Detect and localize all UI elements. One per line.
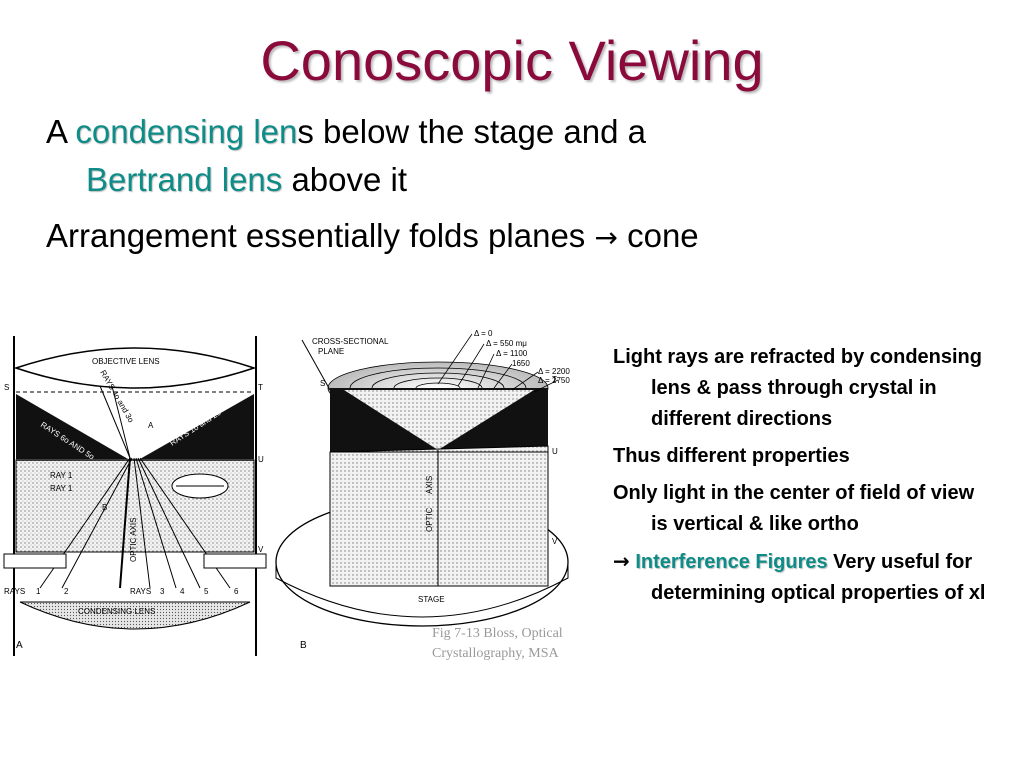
- condensing-lens-term: condensing len: [75, 113, 298, 150]
- objective-lens-label: OBJECTIVE LENS: [92, 357, 160, 366]
- figure-a-diagram: OBJECTIVE LENS S T RAYS 6o AND 5o RAYS 1…: [3, 336, 267, 656]
- stage-plate-right: [203, 553, 267, 569]
- ray-number-4: 4: [180, 587, 185, 596]
- label-s: S: [320, 379, 325, 388]
- label-u: U: [552, 447, 558, 456]
- right-arrow-icon: →: [594, 221, 618, 254]
- note-properties: Thus different properties: [613, 445, 850, 467]
- ray-number-1: 1: [36, 587, 41, 596]
- note-interference-rest: Very useful for determining optical prop…: [651, 551, 986, 604]
- figure-b-diagram: OPTIC AXIS S T U V STAGE CROSS-SECTIONAL…: [275, 329, 570, 651]
- bullet-lenses: A condensing lens below the stage and a …: [46, 108, 1006, 204]
- label-s: S: [4, 383, 9, 392]
- light-cone: [344, 390, 534, 450]
- ray-number-3: 3: [160, 587, 165, 596]
- note-interference: → Interference Figures Very useful for d…: [613, 546, 993, 609]
- condensing-lens-label: CONDENSING LENS: [78, 607, 155, 616]
- bullet-lenses-text-a: A: [46, 113, 76, 150]
- black-wedge-left: [16, 394, 128, 459]
- stage-plate-left: [3, 553, 67, 569]
- ray-1-label: RAY 1: [50, 471, 73, 480]
- note-center-light: Only light in the center of field of vie…: [613, 482, 975, 535]
- optic-label: OPTIC: [425, 507, 434, 532]
- retardation-pointers: [437, 333, 559, 393]
- ray-number-5: 5: [204, 587, 209, 596]
- delta-2200-label: Δ = 2200: [538, 367, 570, 376]
- label-b-point: B: [102, 503, 107, 512]
- delta-1100-label: Δ = 1100: [496, 349, 528, 358]
- delta-550-label: Δ = 550 mμ: [486, 339, 527, 348]
- cross-section-pointer: [301, 339, 331, 391]
- plane-label: PLANE: [318, 347, 344, 356]
- note-refraction: Light rays are refracted by condensing l…: [613, 346, 982, 430]
- stage-disk-edge: [275, 562, 569, 618]
- ray-number-6: 6: [234, 587, 239, 596]
- label-t: T: [552, 375, 557, 384]
- label-v: V: [552, 537, 558, 546]
- condensing-lens-shape: [19, 601, 251, 630]
- caption-line-1: Fig 7-13 Bloss, Optical: [432, 626, 563, 641]
- bertrand-lens-term: Bertrand lens: [86, 161, 283, 198]
- crystal-prism: [329, 451, 549, 587]
- bullet-arrangement-cone: cone: [617, 217, 699, 254]
- figure-caption: Fig 7-13 Bloss, Optical Crystallography,…: [432, 624, 602, 664]
- bullet-lenses-text-d: above it: [282, 161, 408, 198]
- slide-title: Conoscopic Viewing: [260, 29, 764, 92]
- rays-bottom-right-label: RAYS: [130, 587, 151, 596]
- figure-a-letter: A: [16, 640, 23, 651]
- label-u: U: [258, 455, 264, 464]
- cross-section-label: CROSS-SECTIONAL: [312, 337, 389, 346]
- figure-b-letter: B: [300, 640, 307, 651]
- delta-2750-label: Δ = 2750: [538, 376, 570, 385]
- stage-label: STAGE: [418, 595, 445, 604]
- black-wedge-right: [140, 394, 254, 459]
- rays-bottom-left-label: RAYS: [4, 587, 25, 596]
- optic-axis-label: OPTIC AXIS: [129, 518, 138, 562]
- axis-label: AXIS: [425, 476, 434, 494]
- main-bullets: A condensing lens below the stage and a …: [46, 108, 1006, 262]
- bullet-lenses-text-c: s below the stage and a: [297, 113, 646, 150]
- interference-figures-term: Interference Figures: [635, 551, 828, 573]
- caption-line-2: Crystallography, MSA: [432, 646, 559, 661]
- objective-lens-shape: [13, 347, 257, 389]
- label-a-point: A: [148, 421, 154, 430]
- ray-number-2: 2: [64, 587, 69, 596]
- delta-1650-label: 1650: [512, 359, 530, 368]
- right-arrow-icon: →: [613, 549, 630, 573]
- delta-0-label: Δ = 0: [474, 329, 493, 338]
- notes-panel: Light rays are refracted by condensing l…: [613, 342, 993, 615]
- label-t: T: [258, 383, 263, 392]
- ray-1b-label: RAY 1: [50, 484, 73, 493]
- bullet-arrangement: Arrangement essentially folds planes → c…: [46, 212, 1006, 262]
- label-v: V: [258, 545, 264, 554]
- bullet-arrangement-text: Arrangement essentially folds planes: [46, 217, 595, 254]
